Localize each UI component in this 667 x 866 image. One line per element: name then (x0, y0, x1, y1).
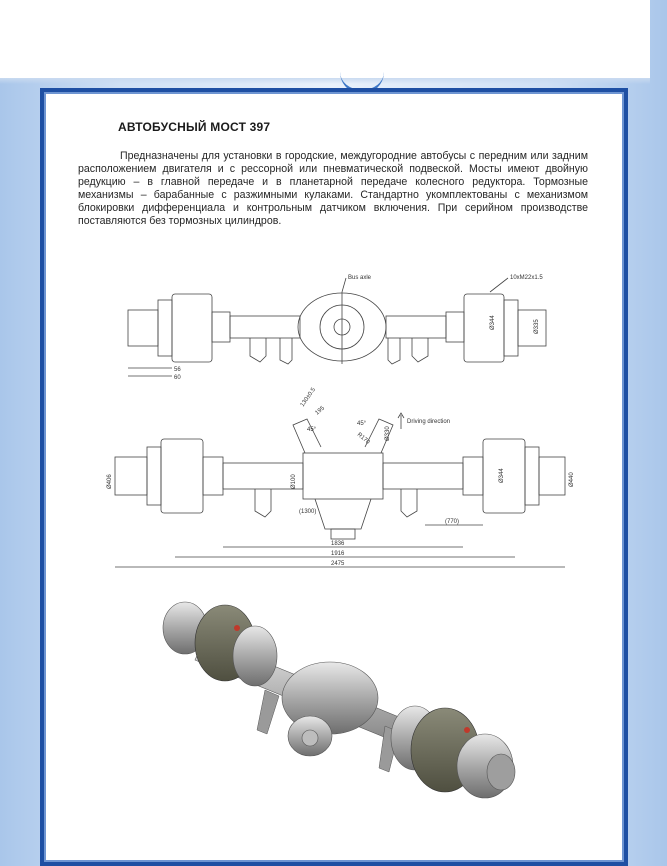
label-thread: 10xM22x1.5 (510, 275, 543, 281)
label-dia-left: Ø406 (107, 474, 113, 489)
label-dia-mid: Ø344 (499, 468, 505, 483)
top-band-shadow (0, 78, 650, 84)
document-description: Предназначены для установки в городские,… (78, 150, 588, 227)
label-770: (770) (445, 519, 459, 525)
label-bus-axle: Bus axle (348, 275, 372, 281)
label-dia1: Ø344 (490, 315, 496, 330)
label-1836: 1836 (331, 541, 345, 547)
label-56: 56 (174, 367, 181, 373)
label-dia-right: Ø440 (569, 472, 575, 487)
label-1300: (1300) (299, 509, 316, 515)
label-330: Ø330 (385, 426, 391, 441)
top-white-band (0, 0, 650, 78)
axle-front-view-drawing: Driving direction 130±0.5 195 45° 45° R1… (107, 386, 575, 568)
label-dia2: Ø335 (534, 319, 540, 334)
label-100: Ø100 (291, 474, 297, 489)
label-60: 60 (174, 375, 181, 381)
label-45-b: 45° (357, 421, 367, 427)
label-130: 130±0.5 (300, 386, 318, 408)
axle-3d-render (162, 601, 516, 799)
label-driving-direction: Driving direction (407, 419, 450, 425)
label-r170: R170 (356, 432, 371, 446)
label-2475: 2475 (331, 561, 345, 567)
label-45-a: 45° (307, 427, 317, 433)
document-frame (40, 88, 628, 866)
document-title: АВТОБУСНЫЙ МОСТ 397 (118, 120, 271, 134)
label-1916: 1916 (331, 551, 345, 557)
axle-top-view-drawing: Bus axle 10xM22x1.5 56 60 Ø344 Ø335 (127, 275, 547, 381)
label-195: 195 (314, 405, 326, 416)
